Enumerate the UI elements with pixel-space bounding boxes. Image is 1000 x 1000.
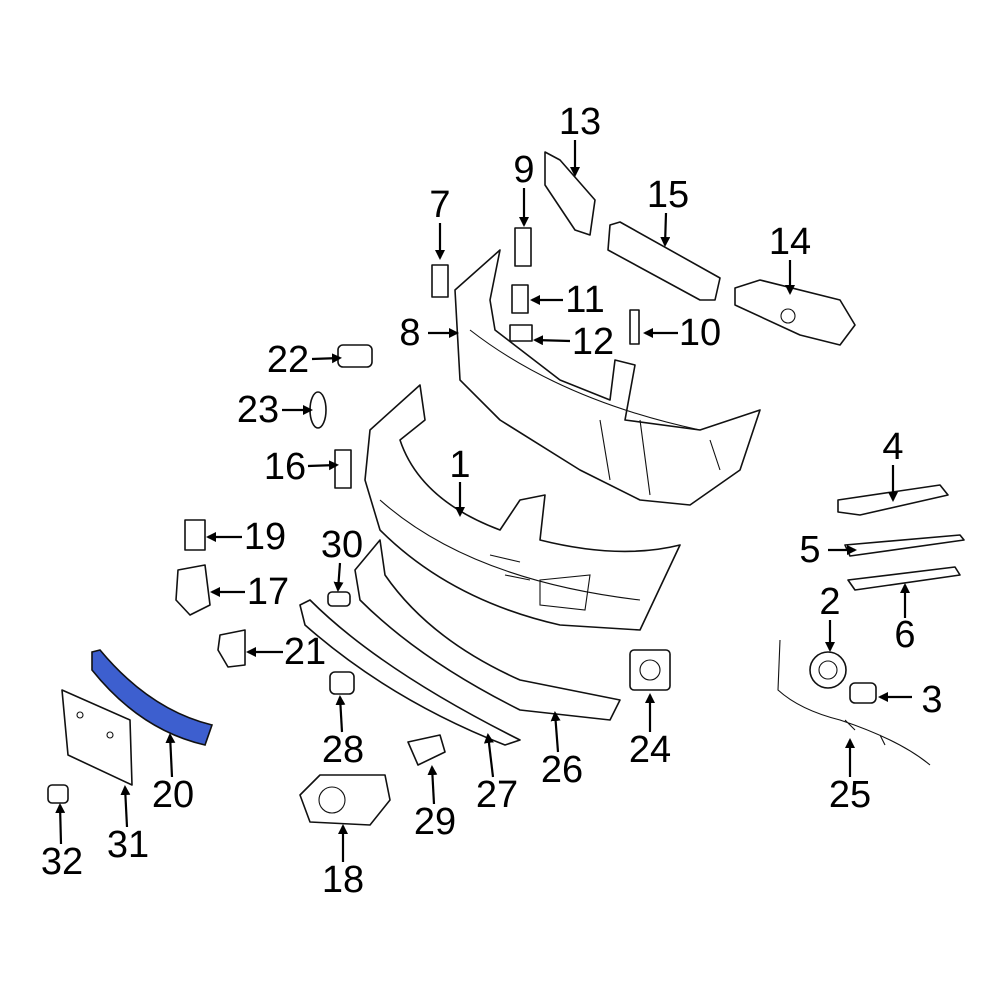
- part-25-wire-harness[interactable]: [777, 639, 931, 766]
- callout-arrow-16: [307, 460, 339, 471]
- callout-label-32[interactable]: 32: [41, 841, 83, 883]
- part-30-clip[interactable]: [327, 591, 351, 607]
- callout-label-20[interactable]: 20: [152, 774, 194, 816]
- part-7-bolt[interactable]: [431, 264, 449, 298]
- callout-arrow-12: [533, 335, 571, 346]
- callout-label-19[interactable]: 19: [244, 516, 286, 558]
- part-12-nut[interactable]: [509, 324, 533, 342]
- callout-arrow-29: [427, 765, 438, 805]
- part-22-sensor[interactable]: [337, 344, 373, 368]
- callout-arrow-31: [120, 785, 131, 828]
- callout-label-10[interactable]: 10: [679, 312, 721, 354]
- part-26-lower-valance[interactable]: [354, 539, 621, 721]
- callout-arrow-22: [311, 353, 342, 364]
- callout-label-24[interactable]: 24: [629, 729, 671, 771]
- callout-label-12[interactable]: 12: [572, 321, 614, 363]
- callout-arrow-26: [550, 711, 561, 753]
- callout-label-15[interactable]: 15: [647, 174, 689, 216]
- part-14-bracket[interactable]: [734, 279, 856, 346]
- part-29-nut[interactable]: [407, 734, 446, 766]
- callout-label-4[interactable]: 4: [882, 426, 903, 468]
- part-24-sensor-mount[interactable]: [629, 649, 671, 691]
- callout-label-13[interactable]: 13: [559, 101, 601, 143]
- part-2-sensor[interactable]: [809, 651, 847, 689]
- part-16-cap[interactable]: [334, 449, 352, 489]
- callout-arrow-30: [333, 562, 344, 592]
- callout-arrow-27: [483, 733, 495, 778]
- part-11-nut[interactable]: [511, 284, 529, 314]
- callout-label-5[interactable]: 5: [799, 529, 820, 571]
- callout-label-22[interactable]: 22: [267, 339, 309, 381]
- part-13-bracket[interactable]: [544, 151, 596, 236]
- callout-label-30[interactable]: 30: [321, 524, 363, 566]
- part-15-absorber[interactable]: [607, 221, 721, 301]
- part-5-molding[interactable]: [844, 534, 965, 557]
- parts: [47, 151, 965, 826]
- callout-label-29[interactable]: 29: [414, 801, 456, 843]
- callout-label-31[interactable]: 31: [107, 824, 149, 866]
- callout-label-17[interactable]: 17: [247, 571, 289, 613]
- callout-label-3[interactable]: 3: [921, 679, 942, 721]
- callout-label-7[interactable]: 7: [429, 184, 450, 226]
- callout-arrow-28: [335, 695, 346, 733]
- part-20-license-bracket-highlighted[interactable]: [91, 649, 214, 746]
- callout-label-27[interactable]: 27: [476, 774, 518, 816]
- part-32-screw[interactable]: [47, 784, 69, 804]
- callout-label-25[interactable]: 25: [829, 774, 871, 816]
- callout-label-9[interactable]: 9: [513, 149, 534, 191]
- callout-label-14[interactable]: 14: [769, 221, 811, 263]
- part-27-absorber[interactable]: [299, 599, 521, 746]
- callout-label-26[interactable]: 26: [541, 749, 583, 791]
- callout-label-16[interactable]: 16: [264, 446, 306, 488]
- callout-label-8[interactable]: 8: [399, 312, 420, 354]
- callout-arrow-20: [165, 733, 176, 778]
- callout-label-28[interactable]: 28: [322, 729, 364, 771]
- part-19-bracket[interactable]: [184, 519, 206, 551]
- callout-label-1[interactable]: 1: [449, 444, 470, 486]
- part-28-clip[interactable]: [329, 671, 355, 695]
- callout-label-23[interactable]: 23: [237, 389, 279, 431]
- part-23-grommet[interactable]: [309, 391, 327, 429]
- part-8-bumper-carrier[interactable]: [454, 249, 761, 506]
- callout-label-21[interactable]: 21: [284, 631, 326, 673]
- callout-label-11[interactable]: 11: [565, 279, 604, 321]
- part-10-stud[interactable]: [629, 309, 640, 345]
- part-9-clip[interactable]: [514, 227, 532, 267]
- callout-arrow-15: [660, 212, 671, 247]
- callout-label-18[interactable]: 18: [322, 859, 364, 901]
- part-17-bracket[interactable]: [175, 564, 211, 616]
- part-6-molding[interactable]: [847, 566, 961, 591]
- part-1-bumper-cover[interactable]: [364, 384, 681, 631]
- callout-label-6[interactable]: 6: [894, 614, 915, 656]
- callout-arrow-32: [55, 803, 66, 845]
- callout-label-2[interactable]: 2: [819, 581, 840, 623]
- part-21-bracket[interactable]: [217, 629, 246, 668]
- part-3-retainer[interactable]: [849, 682, 877, 704]
- callout-labels: 1234567891011121314151617181920212223242…: [41, 101, 943, 901]
- part-31-license-plate-mount[interactable]: [61, 689, 133, 786]
